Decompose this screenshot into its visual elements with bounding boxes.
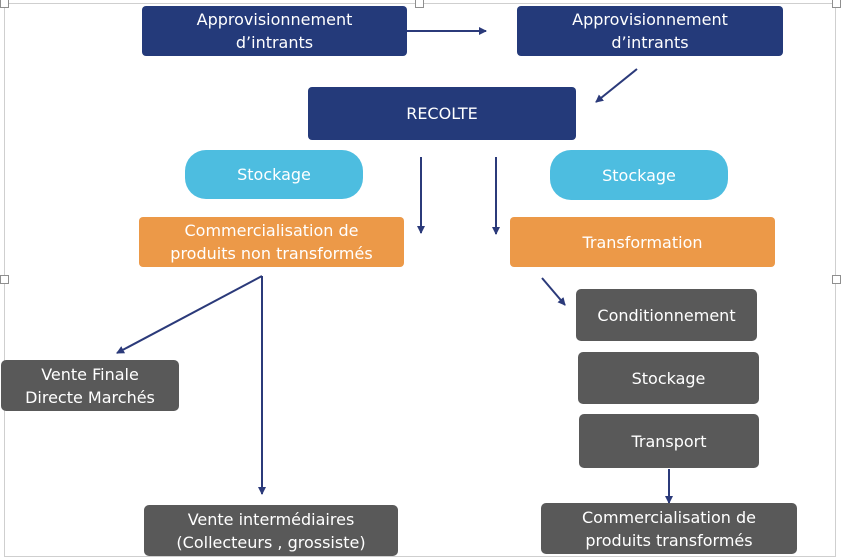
resize-handle-top-right[interactable] (832, 0, 841, 8)
node-conditionnement[interactable]: Conditionnement (576, 289, 757, 341)
node-label-line-2: produits non transformés (170, 244, 373, 263)
node-commercialisation-produits-transformes[interactable]: Commercialisation de produits transformé… (541, 503, 797, 554)
node-stockage-right[interactable]: Stockage (550, 150, 728, 200)
resize-handle-top-center[interactable] (415, 0, 424, 8)
node-commercialisation-produits-non-transformes[interactable]: Commercialisation de produits non transf… (139, 217, 404, 267)
node-transformation[interactable]: Transformation (510, 217, 775, 267)
node-approvisionnement-intrants-right[interactable]: Approvisionnement d’intrants (517, 6, 783, 56)
node-label: RECOLTE (406, 104, 478, 123)
resize-handle-top-left[interactable] (0, 0, 9, 8)
node-label: Stockage (602, 165, 676, 185)
node-vente-finale-directe-marches[interactable]: Vente Finale Directe Marchés (1, 360, 179, 411)
node-label-line-1: Vente Finale (41, 364, 139, 384)
arrow-transformation-to-conditionnement (541, 277, 566, 306)
node-label: Stockage (237, 165, 311, 184)
node-vente-intermediaires[interactable]: Vente intermédiaires (Collecteurs , gros… (144, 505, 398, 556)
node-recolte[interactable]: RECOLTE (308, 87, 576, 140)
resize-handle-middle-right[interactable] (832, 275, 841, 284)
node-label-line-1: Commercialisation de (581, 507, 756, 527)
arrow-commerce-to-vente-finale (116, 275, 263, 354)
node-label: Transport (631, 431, 707, 451)
node-approvisionnement-intrants-left[interactable]: Approvisionnement d’intrants (142, 6, 407, 56)
node-transport[interactable]: Transport (579, 414, 759, 468)
node-label: Stockage (631, 368, 706, 388)
node-stockage-gray[interactable]: Stockage (578, 352, 759, 404)
node-label-line-1: Approvisionnement (572, 10, 728, 29)
resize-handle-middle-left[interactable] (0, 275, 9, 284)
node-label-line-1: Vente intermédiaires (187, 509, 355, 529)
node-label-line-2: d’intrants (611, 33, 689, 52)
node-stockage-left[interactable]: Stockage (185, 150, 363, 199)
node-label-line-2: Directe Marchés (25, 387, 155, 407)
node-label-line-2: produits transformés (585, 530, 753, 550)
node-label: Transformation (582, 232, 703, 252)
node-label-line-2: d’intrants (235, 33, 314, 52)
node-label-line-2: (Collecteurs , grossiste) (176, 532, 366, 552)
node-label-line-1: Approvisionnement (196, 10, 353, 29)
arrow-appro-to-recolte (595, 68, 638, 103)
node-label-line-1: Commercialisation de (184, 221, 359, 240)
node-label: Conditionnement (597, 305, 736, 325)
